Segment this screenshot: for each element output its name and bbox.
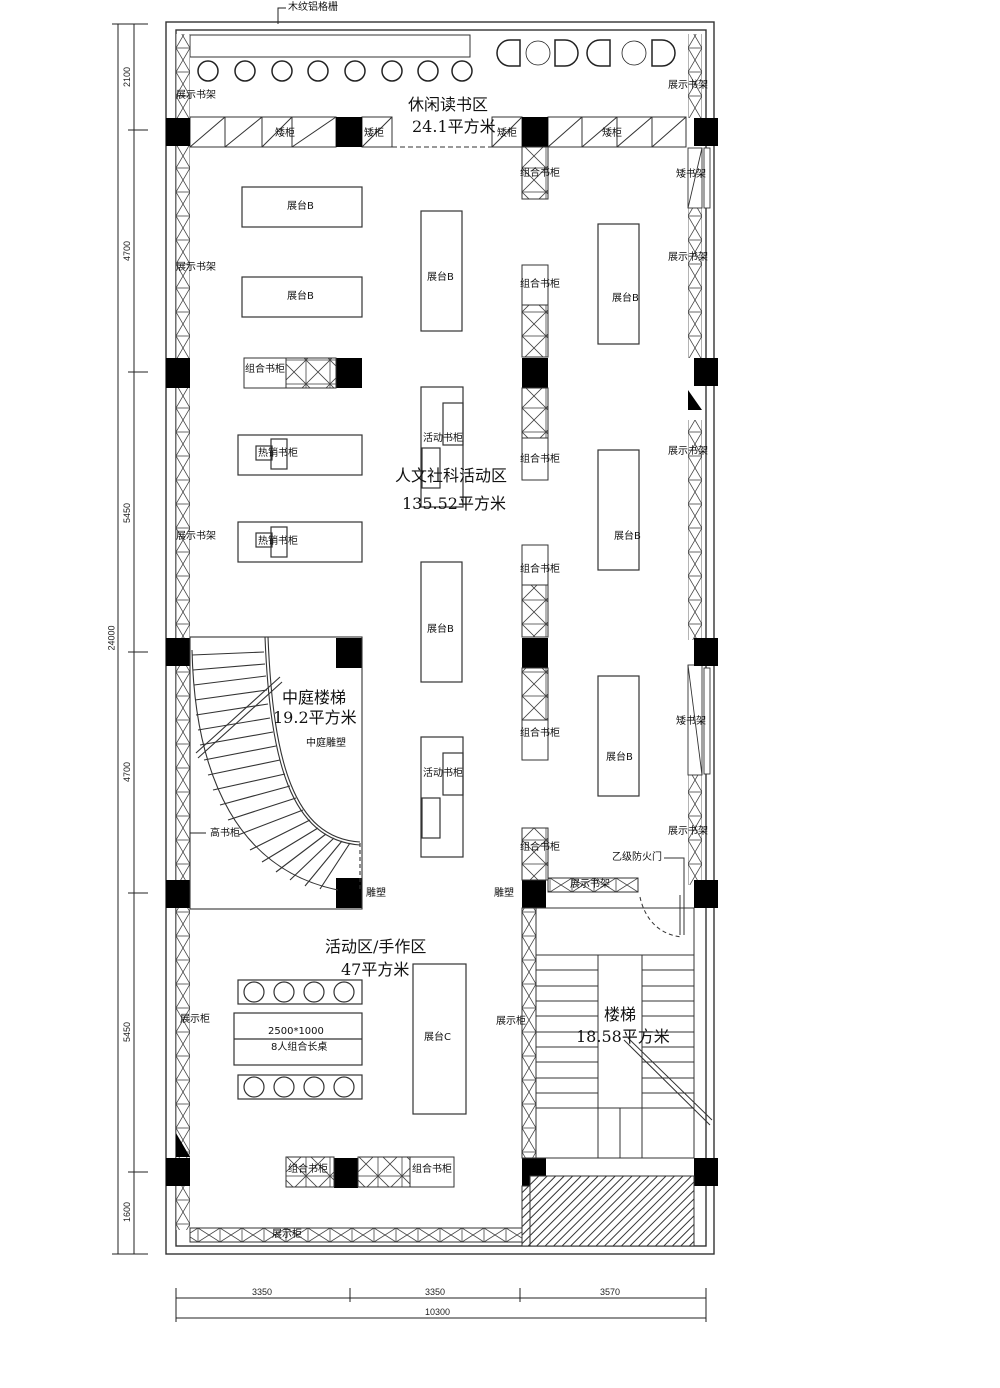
label-table-size: 2500*1000 <box>268 1026 324 1037</box>
label-low-cabinet: 矮柜 <box>275 128 295 139</box>
label-combo-cabinet: 组合书柜 <box>412 1164 452 1175</box>
label-display-shelf: 展示书架 <box>176 90 216 101</box>
mobile-cabinets <box>420 386 464 858</box>
grille-callout: 木纹铝格栅 <box>288 2 338 13</box>
label-display-cabinet: 展示柜 <box>272 1229 302 1240</box>
label-combo-cabinet: 组合书柜 <box>288 1164 328 1175</box>
label-sculpture: 雕塑 <box>366 888 386 899</box>
area-activity-size: 47平方米 <box>341 960 410 979</box>
dim-bottom-3350: 3350 <box>425 1287 446 1297</box>
dim-left-5450: 5450 <box>122 502 133 524</box>
label-low-cabinet: 矮柜 <box>497 128 517 139</box>
stair-wall-strip <box>521 907 537 1159</box>
area-atrium-size: 19.2平方米 <box>273 708 357 727</box>
columns <box>166 117 718 1188</box>
label-low-cabinet: 矮柜 <box>364 128 384 139</box>
label-display-shelf: 展示书架 <box>176 262 216 273</box>
label-tall-cabinet: 高书柜 <box>210 828 240 839</box>
dim-left-5450: 5450 <box>122 1021 133 1043</box>
label-combo-cabinet: 组合书柜 <box>520 564 560 575</box>
label-hot-cabinet: 热销书柜 <box>258 536 298 547</box>
long-table-set <box>233 979 363 1100</box>
dim-left-1600: 1600 <box>122 1201 133 1223</box>
right-shelf-strip-mid2 <box>688 420 702 640</box>
wall-triangles <box>176 390 702 1157</box>
dim-left-2100: 2100 <box>122 66 133 88</box>
label-combo-cabinet: 组合书柜 <box>520 454 560 465</box>
area-reading-size: 24.1平方米 <box>412 117 496 136</box>
left-shelf-strip <box>176 34 190 1230</box>
dim-bottom-3350: 3350 <box>252 1287 273 1297</box>
label-combo-cabinet: 组合书柜 <box>520 728 560 739</box>
stands <box>241 186 640 1115</box>
label-combo-cabinet: 组合书柜 <box>520 842 560 853</box>
area-activity-name: 活动区/手作区 <box>325 937 427 956</box>
grille-bench <box>189 34 471 58</box>
right-shelf-strip-mid3 <box>688 775 702 885</box>
label-low-cabinet: 矮柜 <box>602 128 622 139</box>
label-mobile-cabinet: 活动书柜 <box>423 433 463 444</box>
right-shelf-strip-top <box>688 34 702 118</box>
area-stair-size: 18.58平方米 <box>576 1027 670 1046</box>
hatched-area <box>529 1175 695 1247</box>
dim-bottom-total: 10300 <box>425 1307 451 1317</box>
dim-left-total: 24000 <box>106 625 117 651</box>
hatched-strip <box>521 1185 531 1247</box>
label-stand-c: 展台C <box>424 1032 451 1043</box>
combo-cabinet-bottom <box>285 1156 455 1188</box>
label-hot-cabinet: 热销书柜 <box>258 448 298 459</box>
dimension-left <box>112 23 148 1255</box>
label-mobile-cabinet: 活动书柜 <box>423 768 463 779</box>
staircase <box>535 907 713 1159</box>
label-combo-cabinet: 组合书柜 <box>520 168 560 179</box>
label-stand-b: 展台B <box>614 531 641 542</box>
label-combo-cabinet: 组合书柜 <box>245 364 285 375</box>
hot-cabinets <box>237 434 363 563</box>
label-fire-door: 乙级防火门 <box>612 852 662 863</box>
area-reading-name: 休闲读书区 <box>408 95 489 114</box>
label-low-shelf: 矮书架 <box>676 169 706 180</box>
label-stand-b: 展台B <box>612 293 639 304</box>
area-humanities-size: 135.52平方米 <box>402 494 506 513</box>
area-stair-name: 楼梯 <box>604 1005 637 1024</box>
label-stand-b: 展台B <box>427 272 454 283</box>
dim-bottom-3570: 3570 <box>600 1287 621 1297</box>
area-humanities-name: 人文社科活动区 <box>395 466 508 485</box>
label-display-shelf: 展示书架 <box>668 252 708 263</box>
dimension-bottom <box>175 1288 707 1322</box>
atrium-sculpture-label: 中庭雕塑 <box>306 738 346 749</box>
label-display-shelf: 展示书架 <box>668 446 708 457</box>
reading-chairs <box>197 60 473 82</box>
low-shelf-right <box>687 147 711 776</box>
low-cabinet-row <box>189 116 687 148</box>
label-stand-b: 展台B <box>606 752 633 763</box>
label-stand-b: 展台B <box>287 201 314 212</box>
right-shelf-strip-mid1 <box>688 208 702 358</box>
combo-cabinet-left <box>243 357 337 389</box>
display-shelf-door <box>547 877 639 893</box>
dim-left-4700: 4700 <box>122 761 133 783</box>
label-sculpture: 雕塑 <box>494 888 514 899</box>
label-display-shelf: 展示书架 <box>668 80 708 91</box>
label-stand-b: 展台B <box>427 624 454 635</box>
label-combo-cabinet: 组合书柜 <box>520 279 560 290</box>
label-display-shelf: 展示书架 <box>668 826 708 837</box>
callout-leader <box>277 7 286 24</box>
area-atrium-name: 中庭楼梯 <box>282 688 347 707</box>
label-display-shelf: 展示书架 <box>176 531 216 542</box>
label-low-shelf: 矮书架 <box>676 716 706 727</box>
label-display-cabinet: 展示柜 <box>180 1014 210 1025</box>
display-cabinet-bottom <box>189 1227 523 1243</box>
fire-door <box>639 857 685 938</box>
label-stand-b: 展台B <box>287 291 314 302</box>
sofa-chairs <box>496 39 676 67</box>
label-table-name: 8人组合长桌 <box>271 1042 328 1053</box>
atrium-stair <box>189 636 363 910</box>
dim-left-4700: 4700 <box>122 240 133 262</box>
label-display-shelf: 展示书架 <box>570 879 610 890</box>
label-display-cabinet: 展示柜 <box>496 1016 526 1027</box>
combo-cabinet-col-1 <box>521 146 549 200</box>
